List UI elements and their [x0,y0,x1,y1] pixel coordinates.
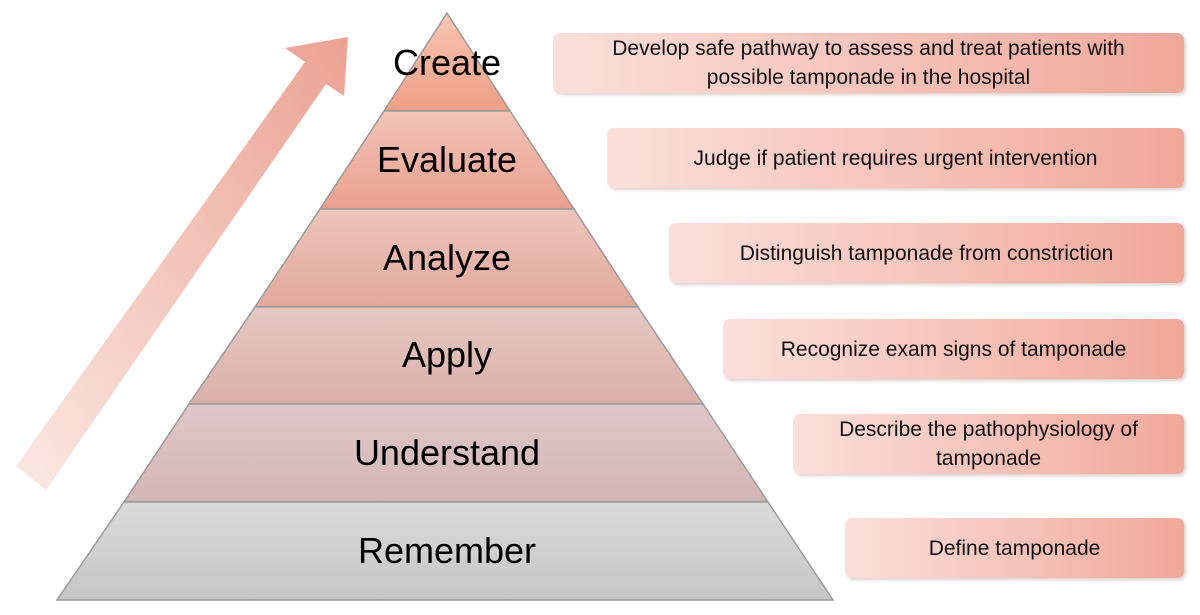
objective-box-create: Develop safe pathway to assess and treat… [553,33,1184,93]
up-right-arrow-icon [16,37,348,490]
pyramid: Create Evaluate Analyze Apply Understand… [55,11,835,601]
level-label-evaluate: Evaluate [377,139,517,180]
objective-box-apply: Recognize exam signs of tamponade [723,319,1184,379]
pyramid-level-understand: Understand [122,403,770,503]
level-label-remember: Remember [358,530,536,571]
level-label-analyze: Analyze [383,237,511,278]
pyramid-level-evaluate: Evaluate [318,110,576,210]
objective-box-analyze: Distinguish tamponade from constriction [669,223,1184,283]
level-label-apply: Apply [402,334,492,375]
pyramid-level-apply: Apply [187,306,705,405]
pyramid-level-analyze: Analyze [253,208,640,308]
objective-box-remember: Define tamponade [845,518,1184,578]
objective-box-evaluate: Judge if patient requires urgent interve… [607,128,1184,188]
pyramid-level-remember: Remember [55,501,835,601]
objective-box-understand: Describe the pathophysiology of tamponad… [793,414,1184,474]
pyramid-level-create: Create [382,11,512,112]
level-label-create: Create [393,42,501,83]
level-label-understand: Understand [354,432,540,473]
pyramid-tier-remember [55,501,835,601]
